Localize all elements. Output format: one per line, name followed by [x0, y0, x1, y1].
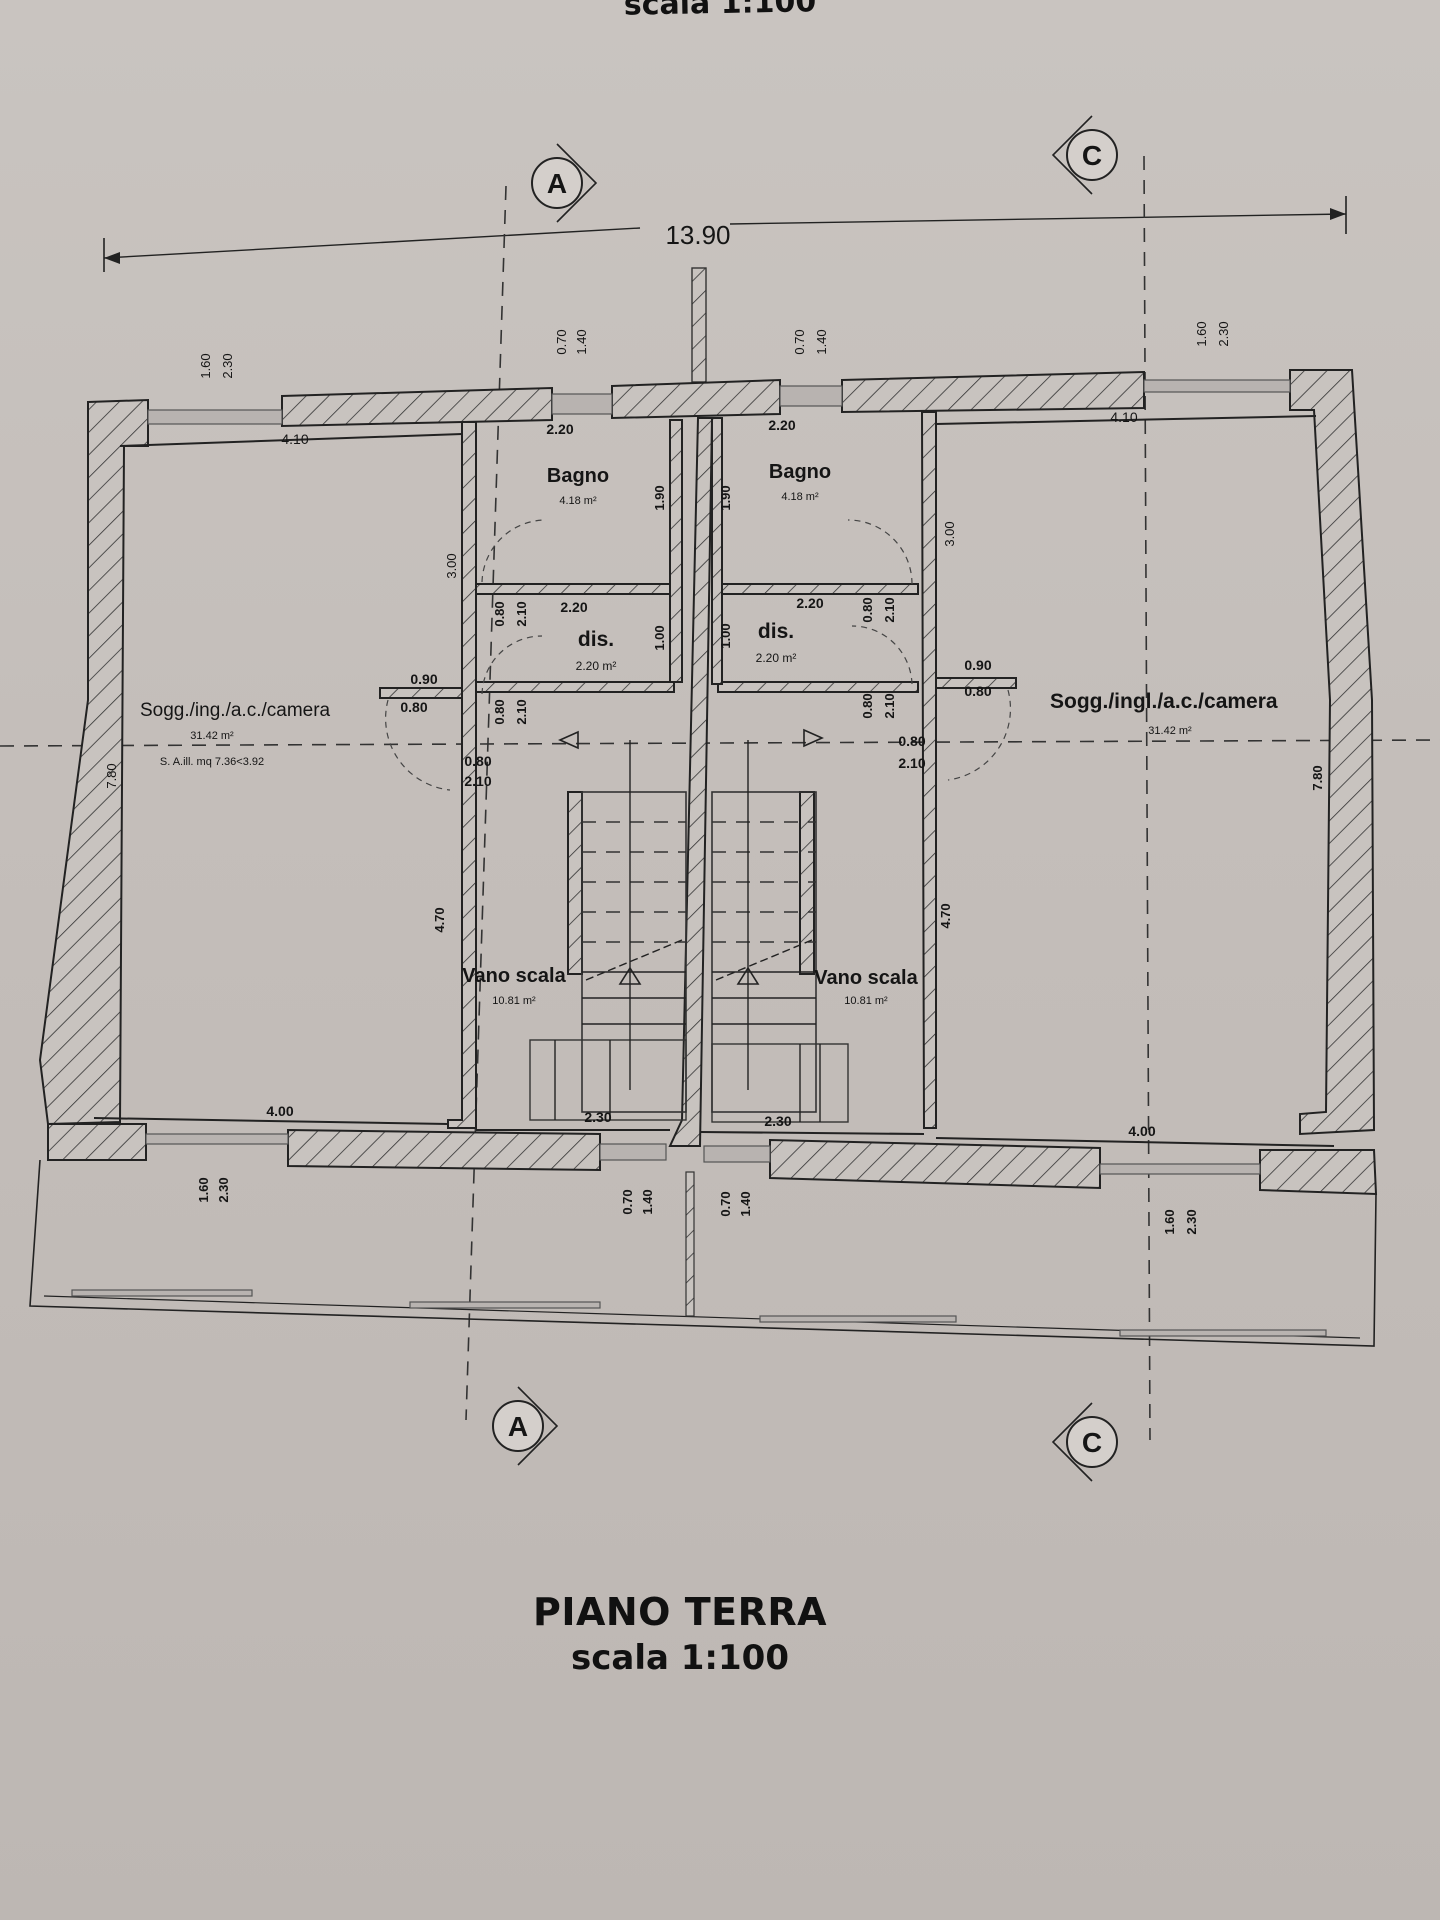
room-area-right-dis: 2.20 m²	[756, 651, 797, 665]
room-name-right-living: Sogg./ingl./a.c./camera	[1050, 690, 1278, 713]
door-swings	[385, 519, 1012, 791]
dimension-labels: 4.10 4.10 2.20 2.20 2.20 2.20 0.90 0.80 …	[266, 409, 1155, 1139]
svg-text:A: A	[547, 168, 567, 199]
svg-text:4.00: 4.00	[266, 1103, 293, 1119]
svg-text:1.60: 1.60	[1194, 321, 1209, 346]
svg-text:1.90: 1.90	[718, 485, 733, 510]
section-line-c	[1143, 155, 1151, 1441]
svg-text:2.20: 2.20	[768, 417, 795, 433]
overall-dimension-line	[103, 196, 1347, 272]
svg-text:2.10: 2.10	[882, 693, 897, 718]
svg-text:1.40: 1.40	[814, 329, 829, 354]
svg-text:1.00: 1.00	[718, 623, 733, 648]
svg-text:3.00: 3.00	[942, 521, 957, 546]
drawing-title: PIANO TERRA	[532, 1590, 828, 1634]
overall-dimension: 13.90	[665, 220, 730, 250]
section-marker-c-bottom[interactable]: C	[1051, 1402, 1118, 1482]
svg-text:2.10: 2.10	[514, 601, 529, 626]
room-name-left-dis: dis.	[578, 628, 614, 651]
room-name-left-stair: Vano scala	[462, 965, 566, 987]
room-area-right-stair: 10.81 m²	[844, 995, 888, 1007]
svg-text:0.70: 0.70	[554, 329, 569, 354]
svg-text:0.90: 0.90	[410, 671, 437, 687]
svg-text:1.40: 1.40	[738, 1191, 753, 1216]
vent-shaft	[691, 267, 707, 383]
room-area-right-living: 31.42 m²	[1148, 725, 1192, 737]
svg-text:0.70: 0.70	[718, 1191, 733, 1216]
porch	[29, 1159, 1377, 1347]
room-name-left-living: Sogg./ing./a.c./camera	[140, 700, 331, 721]
stairs-left	[529, 730, 687, 1121]
room-outlines	[93, 415, 1335, 1147]
svg-text:1.00: 1.00	[652, 625, 667, 650]
svg-text:7.80: 7.80	[104, 763, 119, 788]
svg-text:7.80: 7.80	[1310, 765, 1325, 790]
svg-text:4.70: 4.70	[938, 903, 953, 928]
room-area-right-bath: 4.18 m²	[781, 491, 819, 503]
svg-text:0.80: 0.80	[964, 683, 991, 699]
svg-text:2.20: 2.20	[796, 595, 823, 611]
section-marker-c-top[interactable]: C	[1051, 115, 1118, 195]
svg-text:2.30: 2.30	[216, 1177, 231, 1202]
svg-text:A: A	[508, 1411, 528, 1442]
room-note-left-living: S. A.ill. mq 7.36<3.92	[160, 756, 264, 768]
svg-text:2.30: 2.30	[220, 353, 235, 378]
stairs-right	[711, 728, 849, 1123]
svg-text:0.80: 0.80	[492, 601, 507, 626]
svg-text:0.80: 0.80	[492, 699, 507, 724]
room-area-left-stair: 10.81 m²	[492, 995, 536, 1007]
svg-text:4.70: 4.70	[432, 907, 447, 932]
svg-text:4.10: 4.10	[1110, 409, 1137, 425]
svg-text:2.10: 2.10	[882, 597, 897, 622]
section-marker-a-top[interactable]: A	[531, 143, 598, 223]
svg-text:C: C	[1082, 1427, 1102, 1458]
internal-walls	[379, 411, 1017, 1147]
room-area-left-living: 31.42 m²	[190, 730, 234, 742]
svg-text:1.40: 1.40	[574, 329, 589, 354]
svg-text:0.80: 0.80	[898, 733, 925, 749]
svg-text:2.30: 2.30	[764, 1113, 791, 1129]
svg-text:4.10: 4.10	[281, 431, 308, 447]
svg-text:1.60: 1.60	[196, 1177, 211, 1202]
svg-text:2.20: 2.20	[546, 421, 573, 437]
svg-text:2.10: 2.10	[514, 699, 529, 724]
room-area-left-bath: 4.18 m²	[559, 495, 597, 507]
outer-walls	[38, 369, 1378, 1196]
horizontal-section-line	[0, 739, 1440, 747]
svg-text:1.60: 1.60	[198, 353, 213, 378]
svg-text:2.10: 2.10	[898, 755, 925, 771]
svg-text:1.90: 1.90	[652, 485, 667, 510]
svg-text:2.30: 2.30	[1216, 321, 1231, 346]
section-marker-a-bottom[interactable]: A	[492, 1386, 559, 1466]
drawing-scale: scala 1:100	[571, 1638, 789, 1678]
svg-text:C: C	[1082, 140, 1102, 171]
svg-text:0.70: 0.70	[792, 329, 807, 354]
svg-text:0.70: 0.70	[620, 1189, 635, 1214]
room-name-right-bath: Bagno	[769, 461, 831, 483]
drawing-title-block: PIANO TERRA scala 1:100	[470, 1590, 890, 1678]
svg-text:0.80: 0.80	[860, 597, 875, 622]
room-area-left-dis: 2.20 m²	[576, 659, 617, 673]
svg-text:0.90: 0.90	[964, 657, 991, 673]
svg-text:0.80: 0.80	[400, 699, 427, 715]
svg-text:2.10: 2.10	[464, 773, 491, 789]
svg-text:2.30: 2.30	[584, 1109, 611, 1125]
svg-text:1.40: 1.40	[640, 1189, 655, 1214]
svg-text:0.80: 0.80	[464, 753, 491, 769]
svg-text:3.00: 3.00	[444, 553, 459, 578]
room-name-right-dis: dis.	[758, 620, 794, 643]
room-name-right-stair: Vano scala	[814, 967, 918, 989]
svg-text:2.30: 2.30	[1184, 1209, 1199, 1234]
room-name-left-bath: Bagno	[547, 465, 609, 487]
svg-text:1.60: 1.60	[1162, 1209, 1177, 1234]
svg-text:2.20: 2.20	[560, 599, 587, 615]
vertical-dimension-labels: 3.00 3.00 4.70 4.70 7.80 7.80 1.90 1.90 …	[104, 321, 1325, 1234]
svg-text:0.80: 0.80	[860, 693, 875, 718]
svg-text:4.00: 4.00	[1128, 1123, 1155, 1139]
